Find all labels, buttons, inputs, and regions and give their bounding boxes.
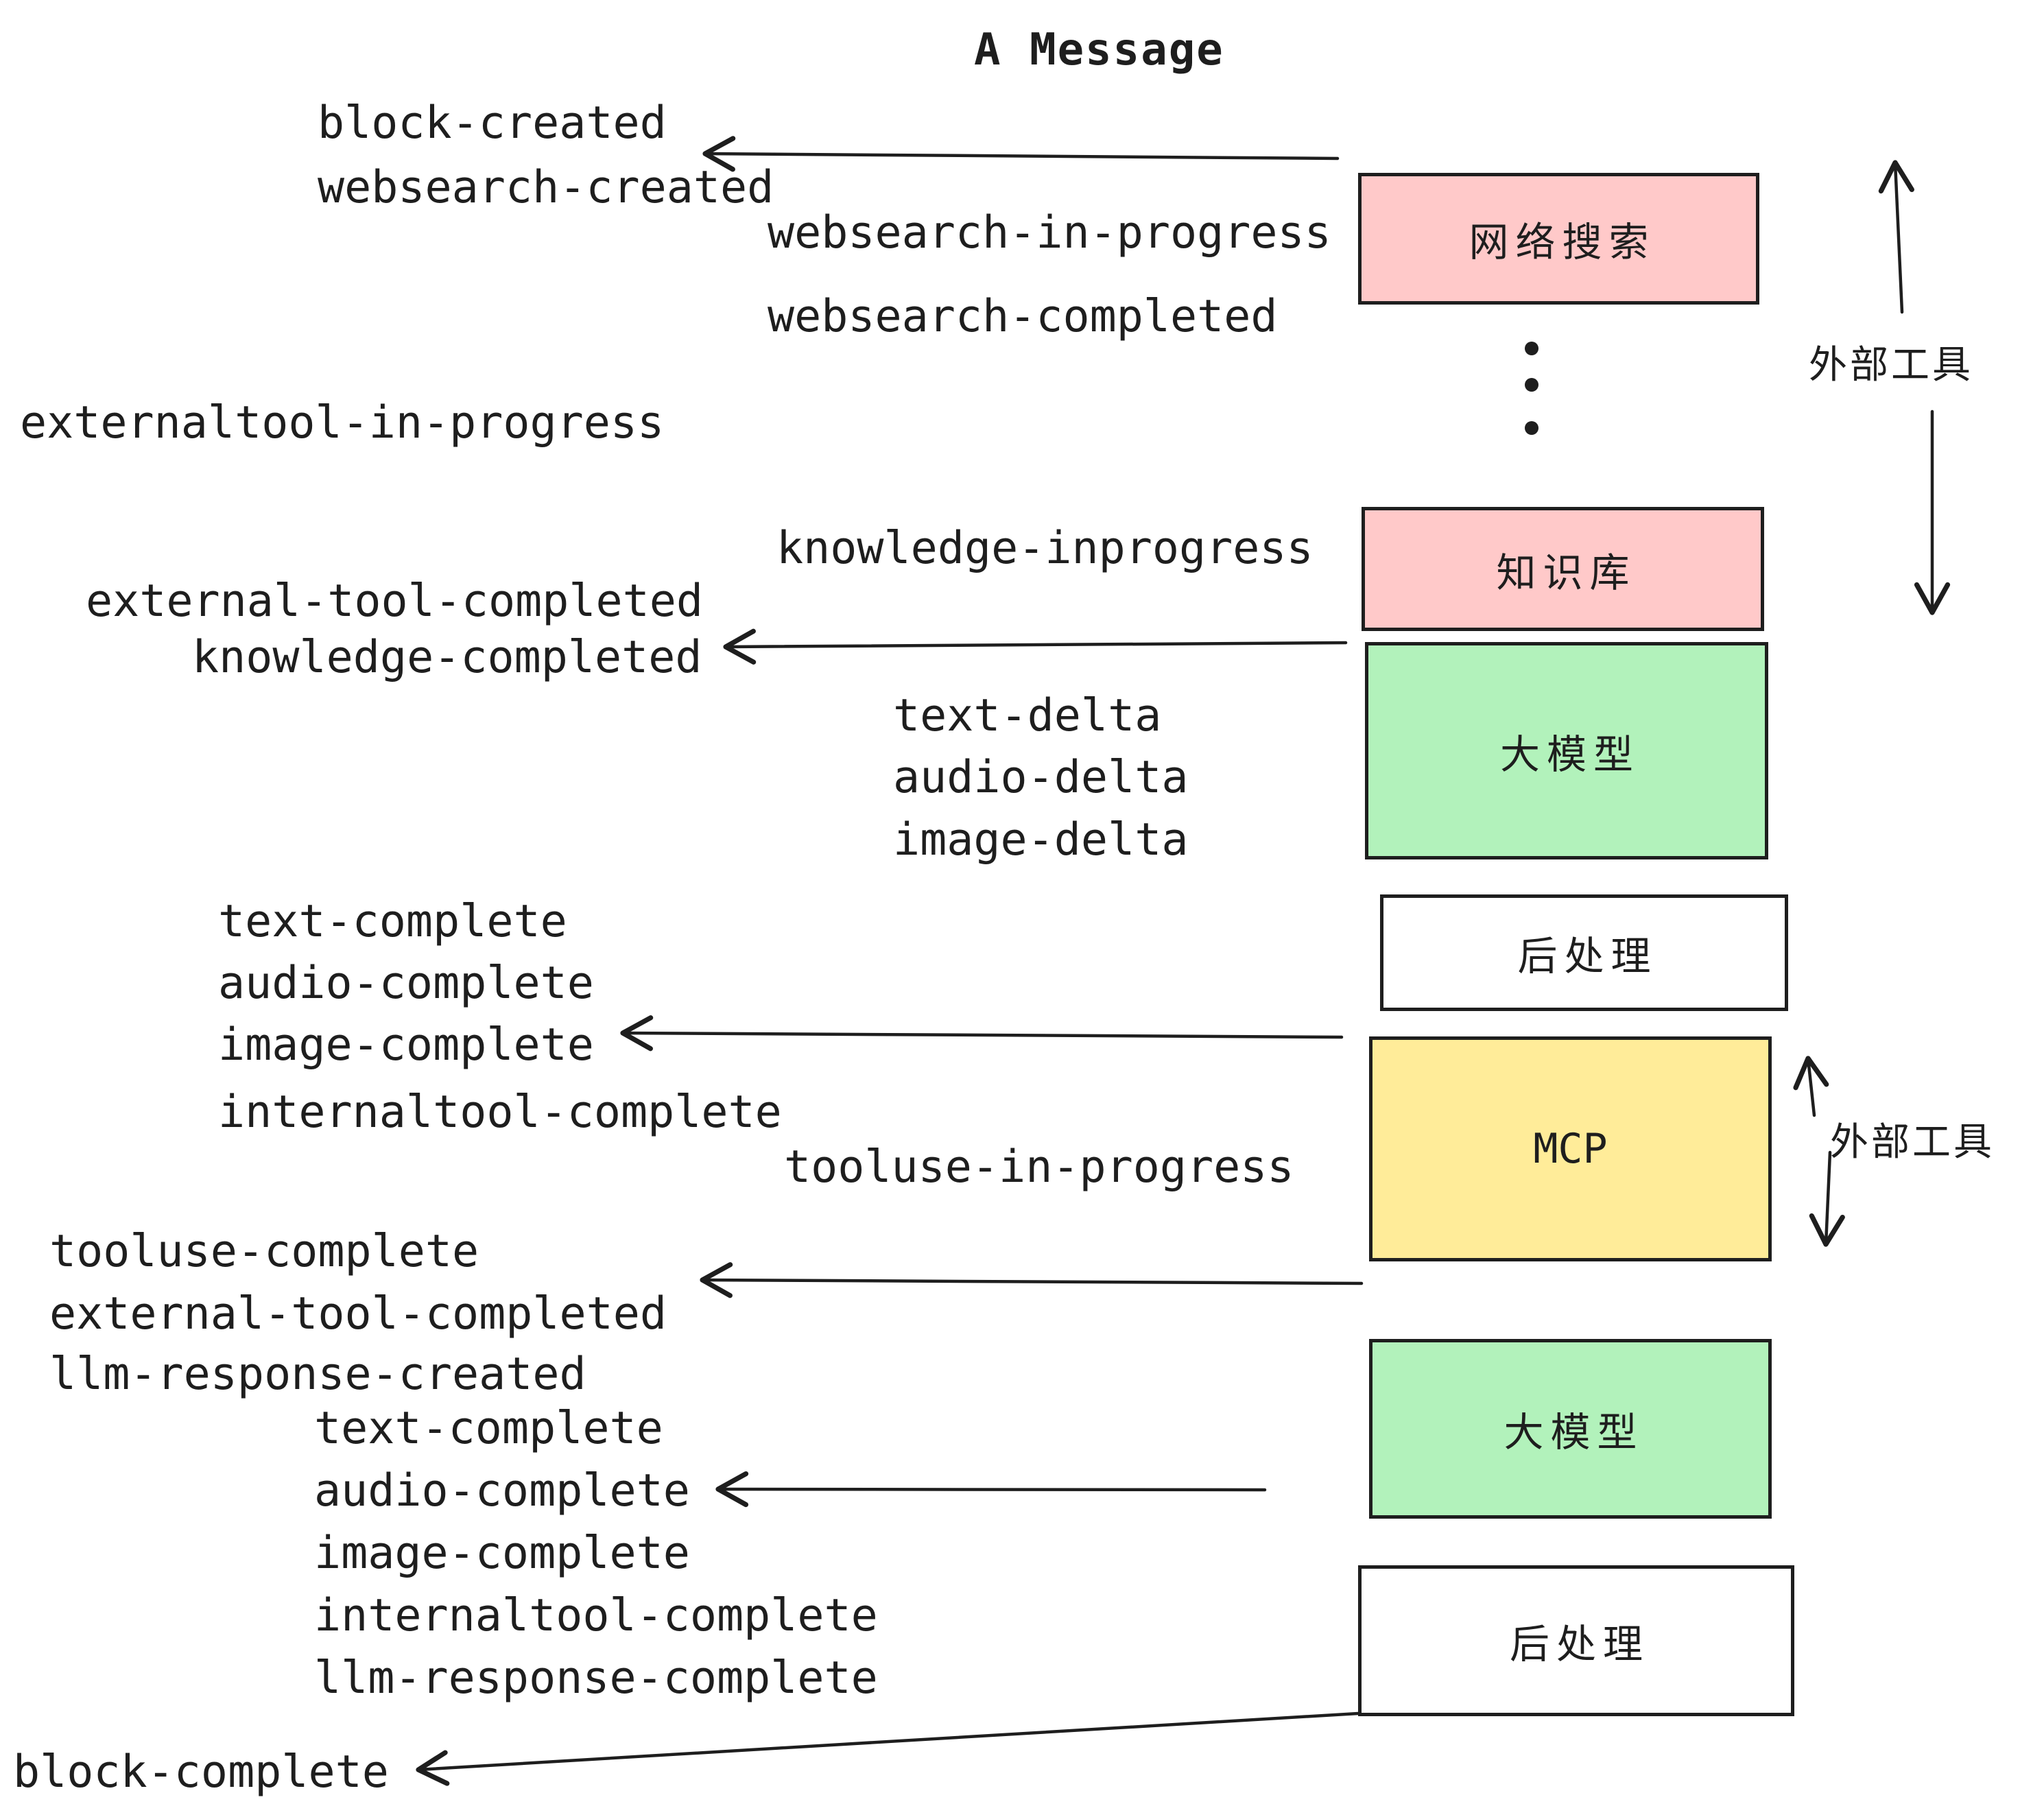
- arrow-to-image-complete: [620, 1015, 1344, 1052]
- event-label-tooluse-in-progress: tooluse-in-progress: [784, 1141, 1294, 1193]
- ellipsis-dot-1: [1525, 342, 1538, 355]
- event-label-text-complete-2: text-complete: [314, 1403, 663, 1454]
- event-label-block-created: block-created: [318, 97, 667, 149]
- event-label-knowledge-completed: knowledge-completed: [192, 632, 702, 683]
- box-postprocess-2: 后处理: [1358, 1565, 1794, 1716]
- box-label-postprocess-1: 后处理: [1517, 934, 1658, 979]
- event-label-image-complete-1: image-complete: [218, 1019, 594, 1071]
- event-label-tooluse-complete: tooluse-complete: [49, 1226, 479, 1277]
- box-knowledge: 知识库: [1362, 507, 1764, 631]
- box-label-llm-2: 大模型: [1504, 1410, 1644, 1455]
- ellipsis-dot-3: [1525, 421, 1538, 435]
- event-label-websearch-in-progress: websearch-in-progress: [768, 207, 1331, 259]
- box-label-websearch: 网络搜索: [1469, 220, 1656, 265]
- event-label-websearch-created: websearch-created: [318, 162, 774, 213]
- event-label-external-tool-completed: external-tool-completed: [86, 575, 704, 627]
- box-label-llm-1: 大模型: [1499, 732, 1640, 777]
- box-postprocess-1: 后处理: [1380, 894, 1788, 1011]
- event-label-internaltool-complete-2: internaltool-complete: [314, 1590, 878, 1641]
- box-llm-1: 大模型: [1365, 642, 1768, 859]
- arrow-to-audio-complete: [715, 1471, 1267, 1508]
- event-label-audio-delta-1: audio-delta: [893, 752, 1189, 803]
- box-websearch: 网络搜索: [1358, 173, 1759, 305]
- box-llm-2: 大模型: [1369, 1339, 1772, 1519]
- event-label-externaltool-in-progress: externaltool-in-progress: [20, 397, 665, 449]
- event-label-text-complete-1: text-complete: [218, 896, 567, 947]
- box-label-postprocess-2: 后处理: [1509, 1622, 1650, 1667]
- arrow-external-tools-1-up: [1878, 160, 1914, 314]
- box-label-knowledge: 知识库: [1496, 550, 1637, 595]
- side-label-external-tools-2: 外部工具: [1830, 1120, 1995, 1163]
- arrow-to-websearch-created: [702, 136, 1340, 172]
- event-label-audio-complete-2: audio-complete: [314, 1465, 690, 1517]
- arrow-to-block-complete: [416, 1711, 1360, 1786]
- event-label-block-complete: block-complete: [13, 1746, 389, 1798]
- event-label-image-complete-2: image-complete: [314, 1528, 690, 1579]
- event-label-knowledge-inprogress: knowledge-inprogress: [776, 523, 1314, 574]
- arrow-external-tools-2-up: [1793, 1056, 1829, 1117]
- arrow-to-tooluse-complete: [700, 1262, 1364, 1298]
- event-label-external-tool-completed-2: external-tool-completed: [49, 1288, 667, 1340]
- event-label-text-delta-1: text-delta: [893, 690, 1162, 741]
- event-label-image-delta-1: image-delta: [893, 814, 1189, 866]
- event-label-llm-response-created: llm-response-created: [49, 1349, 586, 1400]
- event-label-internaltool-complete-1: internaltool-complete: [218, 1087, 782, 1138]
- event-label-websearch-completed: websearch-completed: [768, 291, 1278, 342]
- box-mcp: MCP: [1369, 1036, 1772, 1261]
- event-label-llm-response-complete: llm-response-complete: [314, 1652, 878, 1704]
- ellipsis-dot-2: [1525, 378, 1538, 392]
- side-label-external-tools-1: 外部工具: [1809, 343, 1973, 386]
- event-label-audio-complete-1: audio-complete: [218, 958, 594, 1009]
- arrow-to-knowledge-completed: [723, 628, 1348, 665]
- box-label-mcp: MCP: [1533, 1125, 1608, 1173]
- diagram-title: A Message: [974, 25, 1224, 75]
